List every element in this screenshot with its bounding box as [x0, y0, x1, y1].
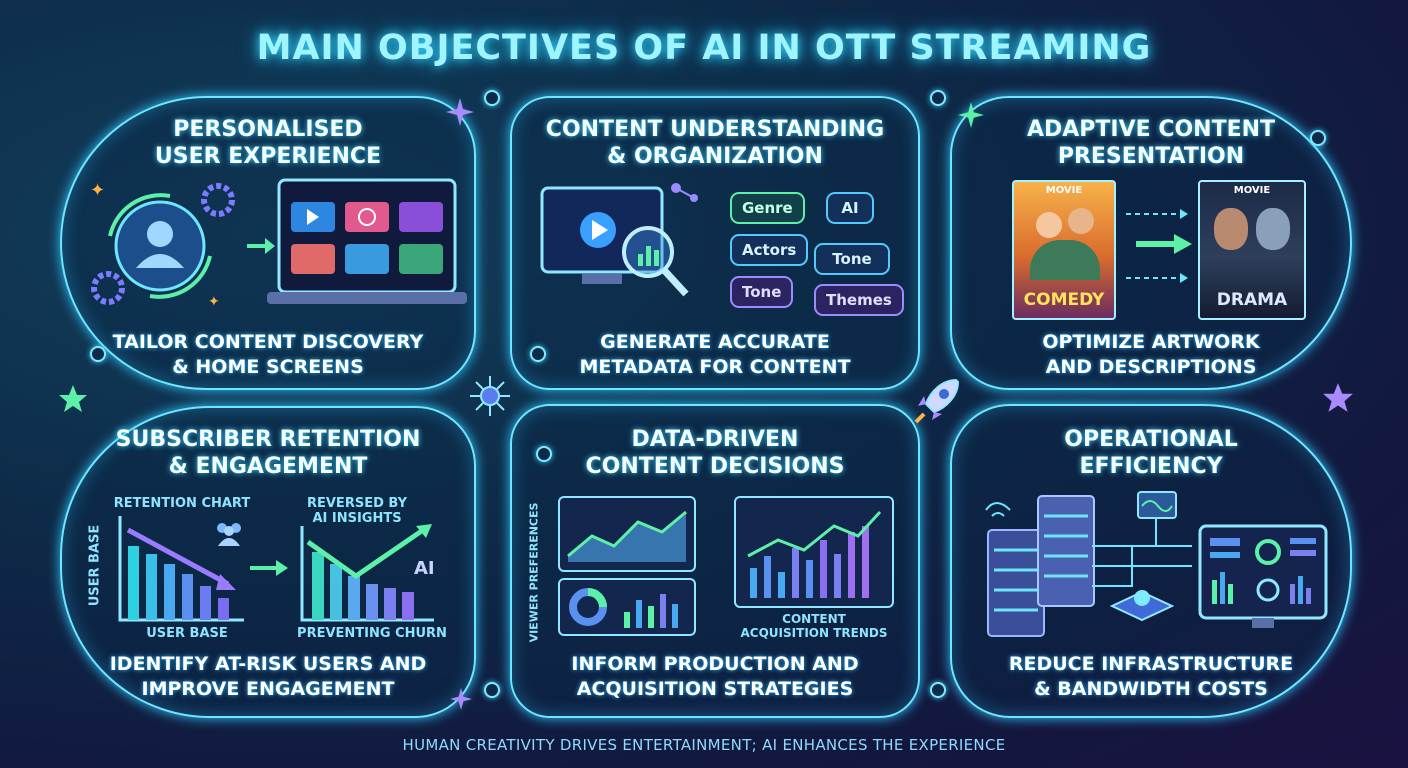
label-line: REVERSED BY [306, 496, 407, 511]
metadata-tag-tone: Tone [814, 243, 890, 275]
retention-chart-label: RETENTION CHART [113, 496, 251, 511]
panel-description-line: & BANDWIDTH COSTS [1034, 678, 1268, 700]
acquisition-trend-chart [734, 496, 894, 608]
poster-label: MOVIE [1233, 185, 1271, 196]
label-line: ACQUISITION TRENDS [740, 626, 888, 640]
arrow-right-icon [247, 238, 275, 254]
svg-text:✦: ✦ [208, 294, 220, 310]
panel-subscriber-retention: SUBSCRIBER RETENTION & ENGAGEMENT RETENT… [60, 406, 476, 718]
page-title: MAIN OBJECTIVES OF AI IN OTT STREAMING [256, 28, 1152, 68]
connector-node [536, 446, 552, 462]
panel-operational-efficiency: OPERATIONAL EFFICIENCY REDUCE INFRASTRUC… [950, 404, 1352, 718]
panel-title-line: SUBSCRIBER RETENTION [115, 427, 421, 452]
connector-node [90, 346, 106, 362]
panel-description-line: AND DESCRIPTIONS [1045, 356, 1257, 378]
arrow-right-icon [250, 560, 288, 576]
panel-description-line: METADATA FOR CONTENT [579, 356, 851, 378]
panel-title-line: & ORGANIZATION [607, 144, 823, 169]
user-base-axis-label: USER BASE [87, 524, 103, 607]
metadata-tag-actors: Actors [730, 234, 809, 266]
network-connections-icon [1092, 491, 1192, 622]
panel-description-line: OPTIMIZE ARTWORK [1042, 331, 1260, 353]
panel-title-line: OPERATIONAL [1064, 427, 1238, 452]
panel-description-line: ACQUISITION STRATEGIES [576, 678, 854, 700]
poster-genre: DRAMA [1216, 290, 1288, 310]
connector-node [1310, 130, 1326, 146]
metadata-tag-ai: AI [826, 192, 874, 224]
laptop-home-screen-icon [267, 178, 467, 304]
panel-description-line: GENERATE ACCURATE [600, 331, 830, 353]
poster-genre: COMEDY [1023, 290, 1105, 310]
monitor-magnifier-icon [540, 183, 698, 297]
panel-description-line: IDENTIFY AT-RISK USERS AND [109, 653, 427, 675]
sparkle-icon [446, 98, 474, 126]
connector-node [484, 90, 500, 106]
label-line: AI INSIGHTS [312, 511, 402, 526]
connector-node [484, 682, 500, 698]
panel-description-line: REDUCE INFRASTRUCTURE [1008, 653, 1294, 675]
panel-title-line: CONTENT DECISIONS [585, 454, 845, 479]
metadata-tag-themes: Themes [814, 284, 904, 316]
transform-arrow-icon [1126, 209, 1192, 283]
user-profile-cycle-icon: ✦ ✦ [90, 180, 235, 310]
declining-bar-chart [118, 516, 244, 622]
panel-data-driven-decisions: DATA-DRIVEN CONTENT DECISIONS VIEWER PRE… [510, 404, 920, 718]
dashboard-monitor-icon [1198, 524, 1328, 628]
panel-title-line: ADAPTIVE CONTENT [1026, 117, 1276, 142]
sparkle-icon [958, 102, 984, 128]
comedy-poster: MOVIE COMEDY [1012, 180, 1116, 320]
drama-poster: MOVIE DRAMA [1198, 180, 1306, 320]
panel-content-understanding: CONTENT UNDERSTANDING & ORGANIZATION Gen… [510, 96, 920, 390]
panel-personalised-experience: PERSONALISED USER EXPERIENCE ✦ ✦ TAILOR … [60, 96, 476, 390]
panel-adaptive-presentation: ADAPTIVE CONTENT PRESENTATION MOVIE COME… [950, 96, 1352, 390]
panel-title-line: DATA-DRIVEN [631, 427, 799, 452]
metadata-tag-tone: Tone [730, 276, 794, 308]
rocket-icon [914, 378, 960, 424]
ai-badge: AI [414, 558, 435, 579]
ai-network-icon [470, 376, 510, 416]
svg-text:✦: ✦ [90, 180, 105, 201]
connector-node [930, 90, 946, 106]
preventing-churn-label: PREVENTING CHURN [297, 626, 447, 641]
viewer-preferences-axis-label: VIEWER PREFERENCES [527, 502, 541, 643]
poster-label: MOVIE [1045, 185, 1083, 196]
star-icon [59, 385, 87, 412]
acquisition-trends-label: CONTENT ACQUISITION TRENDS [734, 612, 894, 640]
connector-node [530, 346, 546, 362]
connector-node [930, 682, 946, 698]
label-line: CONTENT [782, 612, 846, 626]
panel-title-line: USER EXPERIENCE [154, 144, 382, 169]
panel-title-line: CONTENT UNDERSTANDING [545, 117, 885, 142]
panel-description-line: IMPROVE ENGAGEMENT [141, 678, 395, 700]
panel-description-line: TAILOR CONTENT DISCOVERY [112, 331, 424, 353]
viewer-donut-bar-chart [558, 578, 696, 636]
panel-description-line: INFORM PRODUCTION AND [571, 653, 859, 675]
reversed-by-label: REVERSED BY AI INSIGHTS [292, 496, 422, 526]
panel-description-line: & HOME SCREENS [172, 356, 364, 378]
panel-title-line: PERSONALISED [173, 117, 363, 142]
panel-title-line: & ENGAGEMENT [168, 454, 368, 479]
footer-tagline: HUMAN CREATIVITY DRIVES ENTERTAINMENT; A… [402, 736, 1006, 754]
user-base-label: USER BASE [146, 626, 228, 641]
server-rack-icon [985, 495, 1095, 637]
sparkle-icon [450, 688, 472, 710]
viewer-area-chart [558, 496, 696, 572]
metadata-tag-genre: Genre [730, 192, 805, 224]
users-icon [217, 523, 241, 546]
panel-title-line: EFFICIENCY [1079, 454, 1223, 479]
panel-title-line: PRESENTATION [1057, 144, 1245, 169]
star-icon [1323, 383, 1353, 412]
recovery-bar-chart: AI [300, 524, 435, 622]
